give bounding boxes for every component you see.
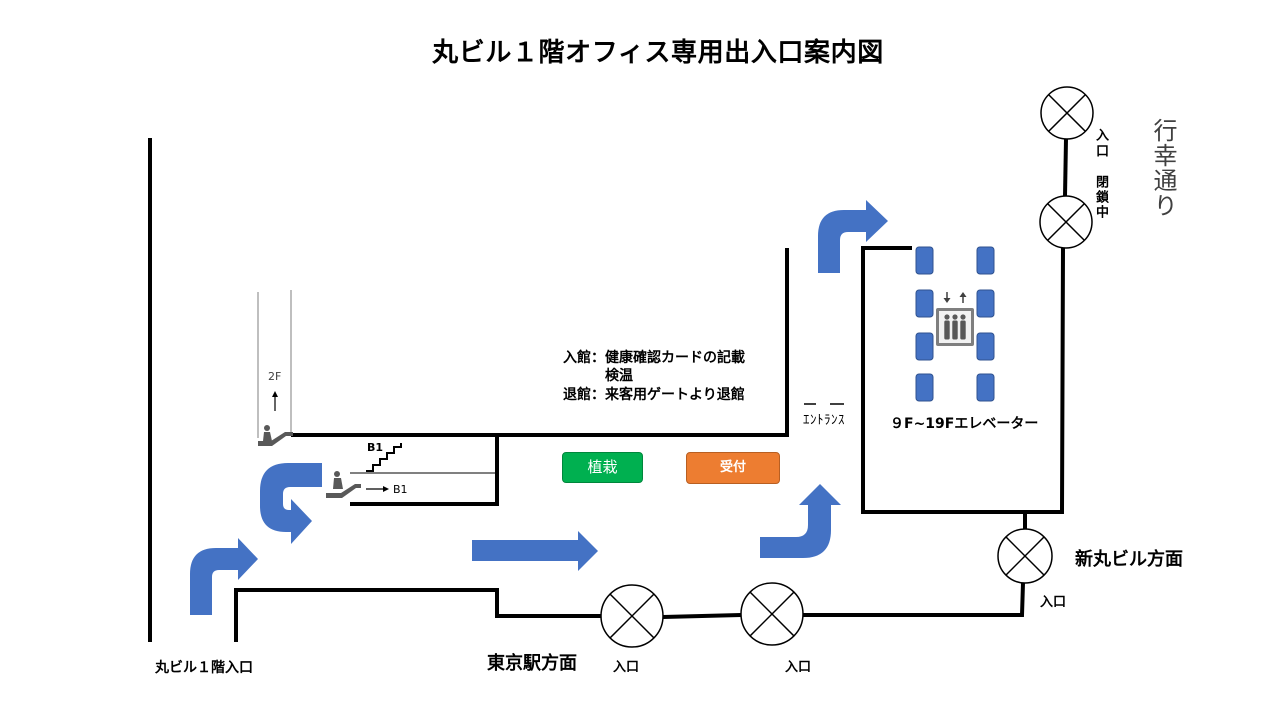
elevator-hall-label: ９F~19Fエレベーター (890, 416, 1039, 432)
arrow-right-head (383, 486, 389, 492)
elevator-car (915, 246, 934, 275)
walls (148, 138, 1068, 642)
south-wall-east (803, 582, 1025, 617)
route-arrow-icon (760, 484, 841, 558)
escalator-down-label: B1 (393, 483, 408, 496)
route-arrow-icon (472, 531, 598, 571)
person-head (952, 314, 958, 320)
elevator-car (915, 289, 934, 318)
corridor-north-wall (291, 248, 789, 437)
marker-cross (1005, 536, 1045, 576)
planting-area: 植栽 (562, 452, 643, 483)
person-body (944, 320, 950, 340)
entry-note: 入館：健康確認カードの記載 (563, 350, 745, 366)
street-label: 行幸通り (1149, 118, 1177, 218)
entrance-marker-icon (600, 584, 664, 648)
elevator-icon (936, 292, 974, 346)
reception-desk: 受付 (686, 452, 780, 484)
escalator-step-band (326, 484, 361, 498)
people-icon (944, 314, 966, 340)
west-entrance-label: 入口 (613, 660, 640, 675)
escalator-down-icon (326, 471, 361, 498)
gyoko-entrance-status: 閉鎖中 (1093, 175, 1108, 220)
person-body (952, 320, 958, 340)
elevator-direction-arrows (943, 292, 967, 303)
exit-note: 退館：来客用ゲートより退館 (563, 387, 745, 403)
entrance-marker-icon (1040, 86, 1094, 140)
south-wall-west (234, 588, 601, 642)
person-body (960, 320, 966, 340)
shin-marunouchi-direction: 新丸ビル方面 (1075, 549, 1183, 570)
escalator-person-head (334, 471, 340, 477)
marker-cross (1047, 203, 1085, 241)
gyoko-entrance-label: 入口 (1093, 128, 1108, 160)
elevator-car (915, 373, 934, 402)
marker-cross (749, 591, 795, 637)
person-head (944, 314, 950, 320)
arrow-right-b1-icon (366, 486, 389, 492)
route-arrow-icon (190, 538, 258, 615)
entrance-hall-label: ｴﾝﾄﾗﾝｽ (803, 413, 845, 428)
escalator-up-icon (258, 425, 293, 446)
entrance-marker-icon (1039, 195, 1093, 249)
elevator-car (915, 332, 934, 361)
elevator-car (976, 246, 995, 275)
entry-note-continued: 検温 (605, 368, 633, 384)
stairs-down-label: B1 (367, 441, 384, 454)
arrow-up-2f-icon (272, 391, 278, 411)
arrow-down-head (943, 298, 951, 303)
arrow-up-head (272, 391, 278, 397)
escalator-person-body (263, 432, 272, 441)
route-arrows (190, 200, 888, 615)
south-wall-middle (662, 613, 742, 619)
entrance-markers (600, 86, 1094, 648)
person-head (960, 314, 966, 320)
entrance-marker-icon (997, 528, 1053, 584)
page-title: 丸ビル１階オフィス専用出入口案内図 (432, 38, 884, 68)
shin-marunouchi-entrance-label: 入口 (1040, 595, 1067, 610)
east-entrance-label: 入口 (785, 660, 812, 675)
marker-cross (1048, 94, 1086, 132)
elevator-hall-wall (861, 246, 1065, 514)
b1-access-wall (350, 435, 499, 506)
arrow-up-head (959, 292, 967, 297)
escalator-step-band (258, 432, 293, 446)
marker-cross (609, 593, 655, 639)
tokyo-station-direction: 東京駅方面 (487, 653, 577, 674)
elevator-cars (915, 246, 995, 402)
escalator-shaft (257, 290, 292, 438)
escalator-person-body (333, 478, 343, 489)
route-arrow-icon (818, 200, 888, 273)
elevator-car (976, 289, 995, 318)
entrance-marker-icon (740, 582, 804, 646)
elevator-car (976, 373, 995, 402)
escalator-up-label: 2F (268, 370, 282, 383)
gyoko-link-wall (1063, 138, 1068, 197)
elevator-car (976, 332, 995, 361)
route-arrow-icon (260, 463, 322, 544)
main-entrance-label: 丸ビル１階入口 (155, 660, 253, 676)
escalator-person-head (264, 425, 270, 431)
stairs-icon (366, 443, 402, 472)
